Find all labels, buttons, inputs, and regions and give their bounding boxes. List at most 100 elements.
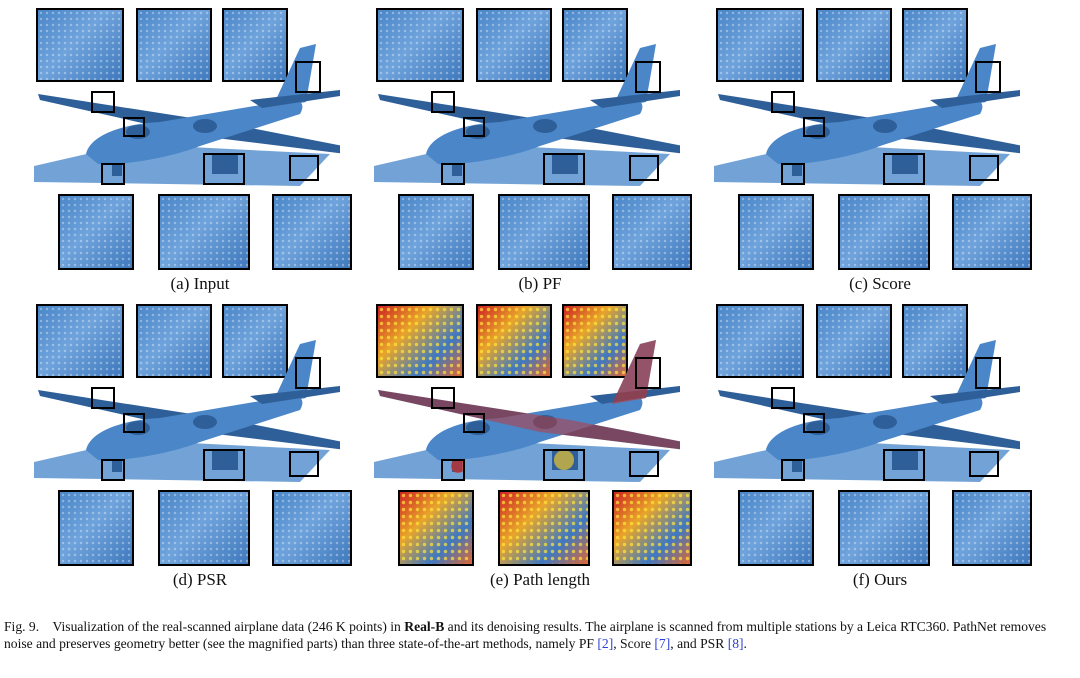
airplane-point-cloud	[714, 340, 1020, 482]
nose-gear	[112, 460, 122, 472]
highlight-box-ground	[289, 155, 319, 181]
zoom-inset-bottom-3	[612, 194, 692, 270]
panel-f: (f) Ours	[680, 300, 1032, 596]
caption-text-5: .	[743, 636, 747, 651]
fuselage	[766, 99, 983, 165]
figure-caption: Fig. 9. Visualization of the real-scanne…	[4, 618, 1076, 652]
airplane-point-cloud	[714, 44, 1020, 186]
zoom-inset-top-3	[562, 304, 628, 378]
highlight-box-nose-gear	[441, 459, 465, 481]
airplane-point-cloud	[374, 340, 680, 482]
landing-gear	[892, 154, 918, 174]
panel-label: (b) PF	[518, 274, 562, 293]
panel-d: (d) PSR	[0, 300, 352, 596]
engine-right	[193, 415, 217, 429]
panel-label: (f) Ours	[852, 570, 908, 589]
panel-a: (a) Input	[0, 4, 352, 300]
highlight-box-antenna	[431, 91, 455, 113]
zoom-inset-bottom-1	[58, 194, 134, 270]
caption-text-2: and its denoising results. The airplane …	[4, 619, 1047, 651]
zoom-inset-bottom-3	[612, 490, 692, 566]
figure-label: Fig. 9.	[4, 619, 40, 634]
zoom-inset-top-3	[902, 304, 968, 378]
panel-b: (b) PF	[340, 4, 692, 300]
fuselage	[426, 395, 643, 461]
highlight-box-main-gear	[203, 153, 245, 185]
zoom-inset-bottom-2	[498, 194, 590, 270]
horizontal-tail	[930, 386, 1020, 404]
fuselage	[86, 395, 303, 461]
nose-gear	[452, 164, 462, 176]
engine-right	[873, 415, 897, 429]
fuselage	[766, 395, 983, 461]
highlight-box-main-gear	[203, 449, 245, 481]
caption-bold-dataset: Real-B	[404, 619, 445, 634]
panel-e: (e) Path length	[340, 300, 692, 596]
horizontal-tail	[590, 90, 680, 108]
panel-label: (e) Path length	[489, 570, 591, 589]
highlight-box-antenna	[91, 91, 115, 113]
highlight-box-ground	[629, 451, 659, 477]
zoom-inset-top-3	[222, 304, 288, 378]
highlight-box-engine	[463, 413, 485, 433]
landing-gear	[552, 154, 578, 174]
highlight-box-nose-gear	[101, 163, 125, 185]
highlight-box-nose-gear	[781, 459, 805, 481]
panel-label: (c) Score	[849, 274, 911, 293]
highlight-box-nose-gear	[101, 459, 125, 481]
highlight-box-tail	[635, 61, 661, 93]
engine-right	[533, 415, 557, 429]
highlight-box-engine	[803, 413, 825, 433]
zoom-inset-top-2	[476, 8, 552, 82]
engine-right	[873, 119, 897, 133]
highlight-box-engine	[463, 117, 485, 137]
highlight-box-antenna	[771, 387, 795, 409]
highlight-box-antenna	[431, 387, 455, 409]
airplane-point-cloud	[34, 44, 340, 186]
citation-psr[interactable]: [8]	[727, 636, 744, 651]
highlight-box-tail	[975, 61, 1001, 93]
highlight-box-ground	[969, 155, 999, 181]
zoom-inset-bottom-3	[272, 194, 352, 270]
panel-label: (a) Input	[170, 274, 230, 293]
landing-gear	[212, 450, 238, 470]
panel-c: (c) Score	[680, 4, 1032, 300]
engine-right	[193, 119, 217, 133]
highlight-box-engine	[803, 117, 825, 137]
highlight-box-antenna	[91, 387, 115, 409]
zoom-inset-bottom-1	[398, 194, 474, 270]
highlight-box-tail	[295, 61, 321, 93]
zoom-inset-top-2	[816, 304, 892, 378]
landing-gear	[892, 450, 918, 470]
zoom-inset-bottom-1	[738, 490, 814, 566]
zoom-inset-top-1	[36, 304, 124, 378]
zoom-inset-bottom-2	[158, 490, 250, 566]
zoom-inset-top-2	[476, 304, 552, 378]
highlight-box-engine	[123, 117, 145, 137]
highlight-box-tail	[975, 357, 1001, 389]
highlight-box-tail	[635, 357, 661, 389]
nose-gear	[112, 164, 122, 176]
airplane-point-cloud	[374, 44, 680, 186]
zoom-inset-bottom-3	[952, 194, 1032, 270]
zoom-inset-bottom-2	[838, 490, 930, 566]
zoom-inset-bottom-2	[498, 490, 590, 566]
highlight-box-nose-gear	[781, 163, 805, 185]
engine-right	[533, 119, 557, 133]
highlight-box-main-gear	[543, 153, 585, 185]
zoom-inset-bottom-2	[158, 194, 250, 270]
gear-heat	[554, 450, 574, 470]
panel-label: (d) PSR	[172, 570, 228, 589]
nose-gear	[792, 460, 802, 472]
horizontal-tail	[250, 90, 340, 108]
citation-score[interactable]: [7]	[654, 636, 671, 651]
zoom-inset-top-1	[716, 304, 804, 378]
zoom-inset-bottom-2	[838, 194, 930, 270]
landing-gear	[212, 154, 238, 174]
zoom-inset-bottom-1	[398, 490, 474, 566]
caption-text-4: , and PSR	[670, 636, 728, 651]
citation-pf[interactable]: [2]	[597, 636, 614, 651]
highlight-box-main-gear	[883, 153, 925, 185]
highlight-box-main-gear	[543, 449, 585, 481]
highlight-box-ground	[289, 451, 319, 477]
